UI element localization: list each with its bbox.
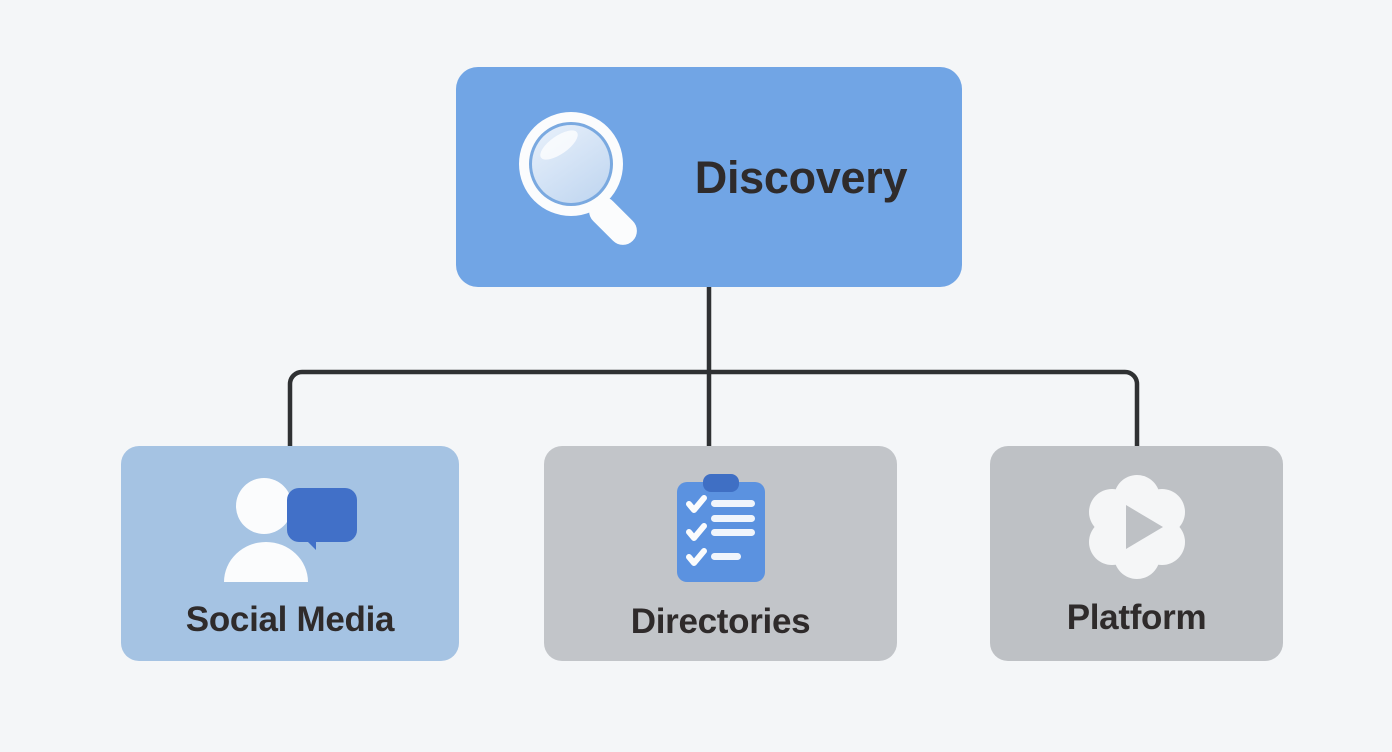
node-discovery[interactable]: Discovery: [456, 67, 962, 287]
node-social-media[interactable]: Social Media: [121, 446, 459, 661]
node-directories-label: Directories: [630, 602, 811, 641]
clipboard-checklist-icon: [671, 474, 771, 584]
node-discovery-label: Discovery: [694, 151, 908, 203]
play-badge-icon: [1084, 474, 1190, 580]
node-social-media-label: Social Media: [185, 600, 395, 639]
connector-branch-platform: [709, 369, 1140, 446]
node-directories[interactable]: Directories: [544, 446, 897, 661]
connector-branch-social: [287, 369, 709, 446]
node-platform[interactable]: Platform: [990, 446, 1283, 661]
person-chat-icon: [220, 474, 360, 582]
magnifier-icon: [511, 107, 661, 247]
node-platform-label: Platform: [1066, 598, 1207, 637]
